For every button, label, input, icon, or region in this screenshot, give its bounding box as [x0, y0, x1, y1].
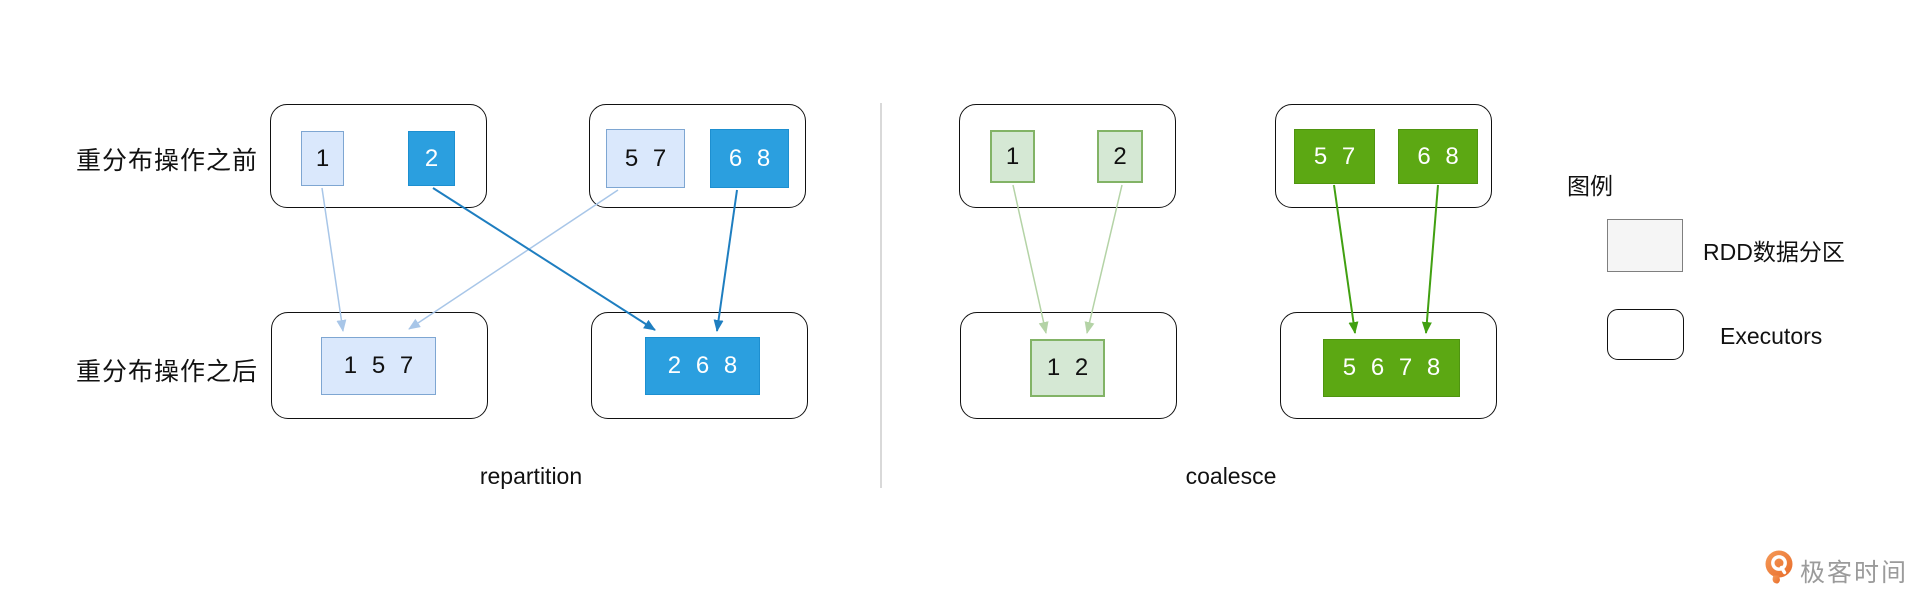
- legend-label-rdd-partition: RDD数据分区: [1703, 239, 1845, 265]
- partition-box: 2 6 8: [645, 337, 760, 395]
- row-label-after: 重分布操作之后: [76, 358, 259, 386]
- arrow-68-to-268: [713, 189, 738, 332]
- legend-title: 图例: [1567, 173, 1613, 199]
- partition-box: 5 7: [606, 129, 685, 188]
- executor-coalesce-after-2: [1280, 312, 1497, 419]
- row-label-before: 重分布操作之前: [76, 147, 259, 175]
- arrow-1-to-157: [321, 187, 347, 332]
- geektime-logo-icon: [1763, 549, 1795, 585]
- partition-box: 6 8: [710, 129, 789, 188]
- arrow-2-to-268: [432, 187, 656, 331]
- partition-box: 2: [1097, 130, 1143, 183]
- partition-box: 6 8: [1398, 129, 1478, 184]
- partition-box: 1: [990, 130, 1035, 183]
- section-divider: [880, 103, 882, 488]
- caption-repartition: repartition: [479, 463, 583, 489]
- partition-box: 1 5 7: [321, 337, 436, 395]
- geektime-logo-text: 极客时间: [1800, 559, 1909, 587]
- partition-box: 1: [301, 131, 344, 186]
- caption-coalesce: coalesce: [1185, 463, 1277, 489]
- partition-box: 5 6 7 8: [1323, 339, 1460, 397]
- arrow-57-to-157: [408, 189, 619, 330]
- partition-box: 2: [408, 131, 455, 186]
- legend-label-executors: Executors: [1720, 323, 1823, 349]
- legend-swatch-rdd-partition: [1607, 219, 1683, 272]
- legend-swatch-executors: [1607, 309, 1684, 360]
- partition-box: 5 7: [1294, 129, 1375, 184]
- partition-box: 1 2: [1030, 339, 1105, 397]
